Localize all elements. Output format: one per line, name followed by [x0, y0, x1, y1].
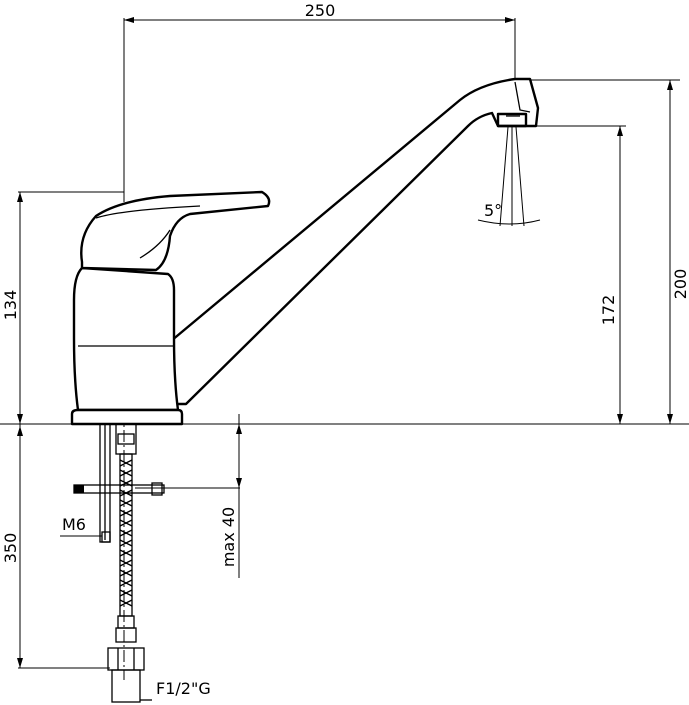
label-hose-length: 350	[1, 533, 20, 564]
dimension-spout-height: 172	[522, 125, 626, 424]
dimension-hose-length: 350	[1, 424, 110, 669]
label-max-thickness: max 40	[219, 507, 238, 567]
dimension-total-height: 200	[180, 79, 689, 425]
mounting-bracket	[73, 482, 165, 496]
spray-angle-indicator: 5°	[477, 126, 541, 227]
base-plate	[70, 408, 184, 426]
dimension-spout-reach: 250	[123, 1, 516, 195]
label-total-height: 200	[671, 269, 689, 300]
spout	[163, 77, 540, 406]
braided-hose: F1/2"G	[107, 423, 211, 703]
mounting-stud: M6	[60, 423, 111, 543]
label-spray-angle: 5°	[484, 201, 502, 220]
label-hose-connection: F1/2"G	[156, 679, 211, 698]
label-body-height: 134	[1, 290, 20, 321]
lever-handle	[80, 190, 271, 272]
label-stud-thread: M6	[62, 515, 86, 534]
label-spout-height: 172	[599, 295, 618, 326]
dimension-body-height: 134	[0, 191, 124, 425]
faucet-body	[72, 266, 180, 412]
dimension-max-thickness: max 40	[135, 414, 242, 578]
label-spout-reach: 250	[305, 1, 336, 20]
